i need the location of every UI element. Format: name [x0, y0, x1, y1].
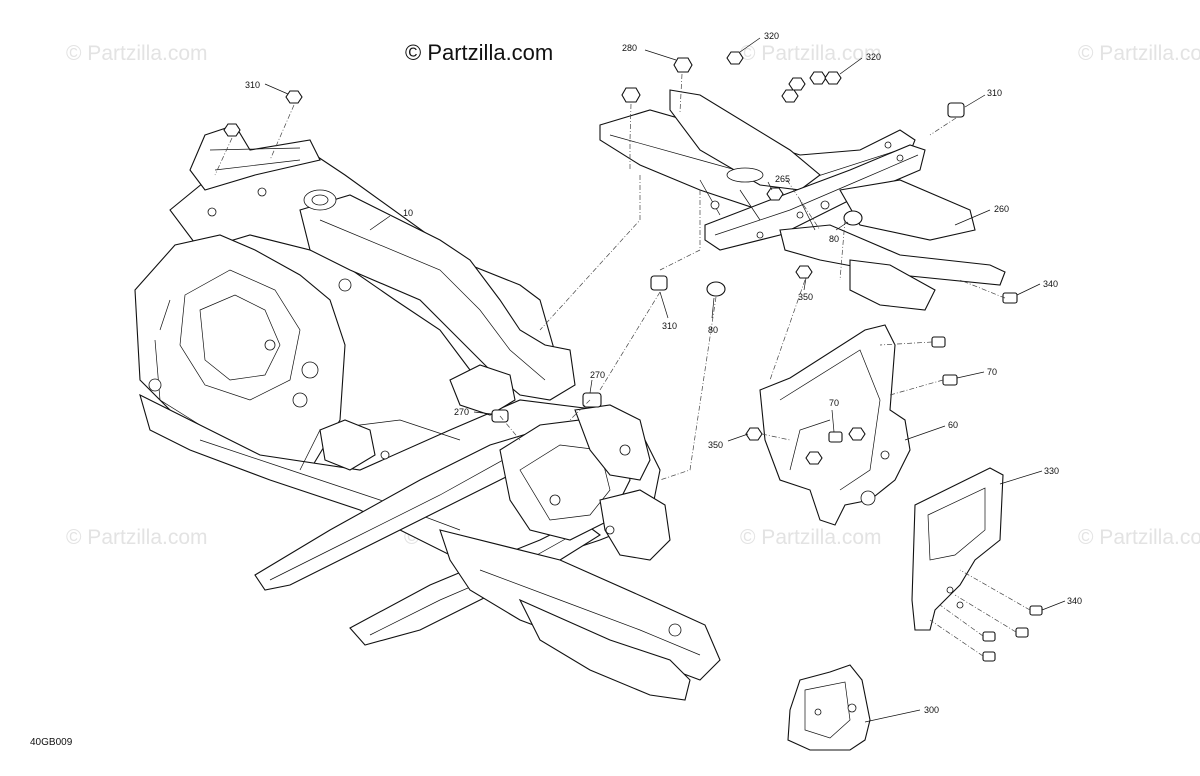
callout-leaders	[264, 37, 1066, 723]
callout-270: 270	[590, 370, 605, 380]
callout-80: 80	[829, 234, 839, 244]
watermark: © Partzilla.com	[1078, 526, 1200, 549]
callout-70: 70	[987, 367, 997, 377]
callout-80: 80	[708, 325, 718, 335]
callout-340: 340	[1067, 596, 1082, 606]
brand-label: © Partzilla.com	[405, 40, 554, 65]
front-bracket-drawing	[759, 324, 911, 526]
skid-plate-drawing	[911, 467, 1004, 631]
callout-labels: 310 10 280 320 320 310 265 260 80 80 310…	[245, 31, 1082, 715]
watermark: © Partzilla.com	[740, 526, 882, 549]
watermark: © Partzilla.com	[1078, 42, 1200, 65]
watermark: © Partzilla.com	[66, 526, 208, 549]
callout-300: 300	[924, 705, 939, 715]
callout-10: 10	[403, 208, 413, 218]
callout-340: 340	[1043, 279, 1058, 289]
callout-320: 320	[866, 52, 881, 62]
rear-subframe-drawing	[599, 89, 1006, 311]
callout-330: 330	[1044, 466, 1059, 476]
hardware-items	[223, 51, 1043, 662]
watermark: © Partzilla.com	[740, 42, 882, 65]
main-frame-drawing	[134, 124, 721, 701]
callout-350: 350	[708, 440, 723, 450]
callout-280: 280	[622, 43, 637, 53]
callout-350: 350	[798, 292, 813, 302]
callout-310: 310	[662, 321, 677, 331]
callout-60: 60	[948, 420, 958, 430]
callout-265: 265	[775, 174, 790, 184]
callout-260: 260	[994, 204, 1009, 214]
watermark: © Partzilla.com	[66, 42, 208, 65]
callout-310: 310	[245, 80, 260, 90]
lower-bracket-drawing	[787, 664, 871, 751]
diagram-code: 40GB009	[30, 737, 73, 748]
callout-320: 320	[764, 31, 779, 41]
callout-270: 270	[454, 407, 469, 417]
callout-70: 70	[829, 398, 839, 408]
callout-310: 310	[987, 88, 1002, 98]
assembly-lines	[214, 73, 1031, 657]
